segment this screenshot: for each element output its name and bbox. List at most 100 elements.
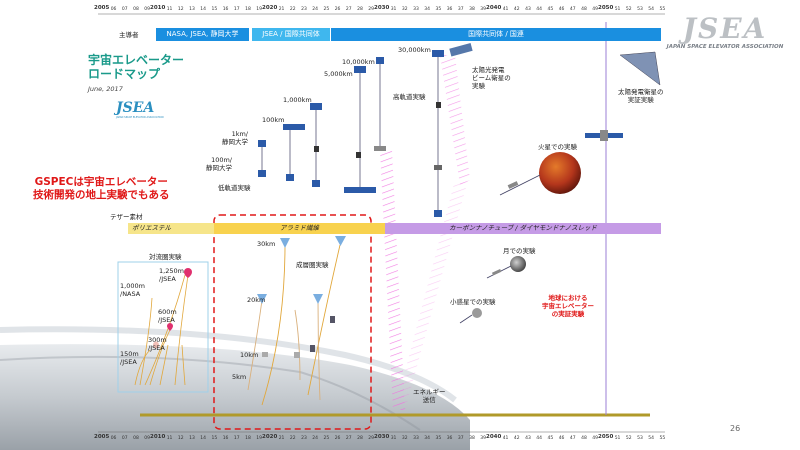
timeline-minor-tick: 09 (144, 436, 151, 441)
timeline-minor-tick: 54 (648, 7, 655, 12)
timeline-minor-tick: 07 (121, 436, 128, 441)
alt-1km-label: 1km/ 静岡大学 (222, 130, 248, 146)
timeline-minor-tick: 34 (424, 7, 431, 12)
timeline-minor-tick: 39 (480, 436, 487, 441)
heo-satellites (344, 43, 473, 217)
timeline-minor-tick: 09 (144, 7, 151, 12)
stratosphere-balloon-1 (280, 238, 290, 248)
tether-material-label: テザー素材 (110, 213, 143, 221)
balloon-300-icon (153, 341, 159, 349)
leader-bar-early: NASA, JSEA, 静岡大学 (156, 28, 249, 41)
timeline-minor-tick: 38 (469, 436, 475, 441)
timeline-minor-tick: 23 (301, 7, 307, 12)
timeline-minor-tick: 24 (312, 436, 319, 441)
timeline-minor-tick: 45 (547, 7, 554, 12)
timeline-major-tick: 2010 (150, 5, 166, 11)
material-aramid: アラミド繊維 (214, 223, 385, 234)
leo-satellites (258, 103, 322, 187)
leader-bar-late: 国際共同体 / 国連 (331, 28, 661, 41)
space-station-icon (585, 130, 623, 141)
timeline-minor-tick: 21 (278, 436, 285, 441)
small-jsea-logo: JSEA JAPAN SPACE ELEVATOR ASSOCIATION (116, 100, 178, 119)
jsea-logo: JSEA JAPAN SPACE ELEVATOR ASSOCIATION (655, 14, 795, 54)
solar-power-label: 太陽発電衛星の 実証実験 (618, 88, 664, 104)
timeline-minor-tick: 37 (457, 436, 464, 441)
title-line1: 宇宙エレベーター (88, 53, 185, 67)
timeline-minor-tick: 14 (200, 7, 207, 12)
timeline-minor-tick: 49 (592, 7, 599, 12)
small-logo-subtitle: JAPAN SPACE ELEVATOR ASSOCIATION (116, 116, 164, 119)
timeline-minor-tick: 46 (558, 436, 565, 441)
page-number: 26 (730, 424, 741, 433)
title-line2: ロードマップ (88, 67, 161, 81)
energy-label: エネルギー 送信 (413, 388, 446, 404)
alt-20km-label: 20km (247, 296, 266, 304)
timeline-minor-tick: 23 (301, 436, 307, 441)
leader-label: 主導者 (119, 31, 139, 39)
balloon-600-icon (167, 323, 173, 331)
climber-icon (310, 345, 315, 352)
timeline-major-tick: 2020 (262, 434, 278, 440)
material-polyester: ポリエステル (128, 223, 214, 234)
timeline-minor-tick: 51 (614, 7, 621, 12)
alt-5000km-label: 5,000km (324, 70, 353, 78)
timeline-minor-tick: 27 (345, 436, 352, 441)
alt-600-label: 600m /JSEA (158, 308, 177, 324)
logo-subtitle: JAPAN SPACE ELEVATOR ASSOCIATION (666, 44, 784, 50)
timeline-minor-tick: 48 (581, 436, 587, 441)
timeline-minor-tick: 27 (345, 7, 352, 12)
material-cnt: カーボンナノチューブ / ダイヤモンドナノスレッド (385, 223, 661, 234)
earth-exp-label: 地球における 宇宙エレベーター の実証実験 (542, 294, 594, 318)
timeline-minor-tick: 16 (222, 436, 229, 441)
timeline-major-tick: 2010 (150, 434, 166, 440)
timeline-minor-tick: 19 (256, 7, 263, 12)
timeline-minor-tick: 29 (368, 7, 375, 12)
timeline-minor-tick: 17 (233, 7, 240, 12)
mars-icon (539, 152, 581, 194)
alt-10km-label: 10km (240, 351, 259, 359)
timeline-minor-tick: 24 (312, 7, 319, 12)
timeline-minor-tick: 32 (401, 436, 408, 441)
timeline-minor-tick: 06 (110, 436, 117, 441)
gspec-statement: GSPECは宇宙エレベーター 技術開発の地上実験でもある (33, 176, 170, 202)
climber-icon (507, 181, 519, 189)
climber-icon (491, 268, 502, 276)
timeline-minor-tick: 53 (637, 436, 643, 441)
timeline-minor-tick: 42 (513, 436, 520, 441)
solar-beam (440, 55, 470, 185)
moon-exp-label: 月での実験 (503, 247, 536, 255)
material-polyester-label: ポリエステル (132, 224, 171, 232)
timeline-minor-tick: 41 (502, 7, 509, 12)
alt-150-label: 150m /JSEA (120, 350, 139, 366)
stratosphere-tethers (247, 244, 341, 406)
timeline-minor-tick: 36 (446, 436, 453, 441)
alt-1250-label: 1,250m /JSEA (159, 267, 184, 283)
material-cnt-label: カーボンナノチューブ / ダイヤモンドナノスレッド (448, 224, 598, 232)
balloon-1250-icon (184, 268, 192, 278)
timeline-minor-tick: 52 (625, 436, 632, 441)
timeline-minor-tick: 33 (413, 436, 419, 441)
timeline-minor-tick: 11 (166, 436, 173, 441)
alt-30000km-label: 30,000km (398, 46, 431, 54)
timeline-minor-tick: 55 (659, 7, 666, 12)
timeline-minor-tick: 41 (502, 436, 509, 441)
timeline-minor-tick: 51 (614, 436, 621, 441)
timeline-minor-tick: 52 (625, 7, 632, 12)
mars-exp-label: 火星での実験 (538, 143, 577, 151)
timeline-major-tick: 2005 (94, 434, 110, 440)
timeline-minor-tick: 29 (368, 436, 375, 441)
aramid-period-box (213, 214, 372, 430)
timeline-minor-tick: 18 (245, 436, 251, 441)
gspec-line2: 技術開発の地上実験でもある (33, 189, 170, 201)
timeline-minor-tick: 15 (211, 436, 218, 441)
climber-icon (262, 352, 268, 357)
troposphere-exp-label: 対流圏実験 (149, 253, 182, 261)
timeline-major-tick: 2050 (598, 5, 614, 11)
troposphere-tethers (134, 274, 189, 386)
timeline-minor-tick: 55 (659, 436, 666, 441)
timeline-minor-tick: 15 (211, 7, 218, 12)
logo-text: JSEA (682, 12, 768, 45)
alt-100m-label: 100m/ 静岡大学 (206, 156, 232, 172)
timeline-minor-tick: 22 (289, 7, 296, 12)
